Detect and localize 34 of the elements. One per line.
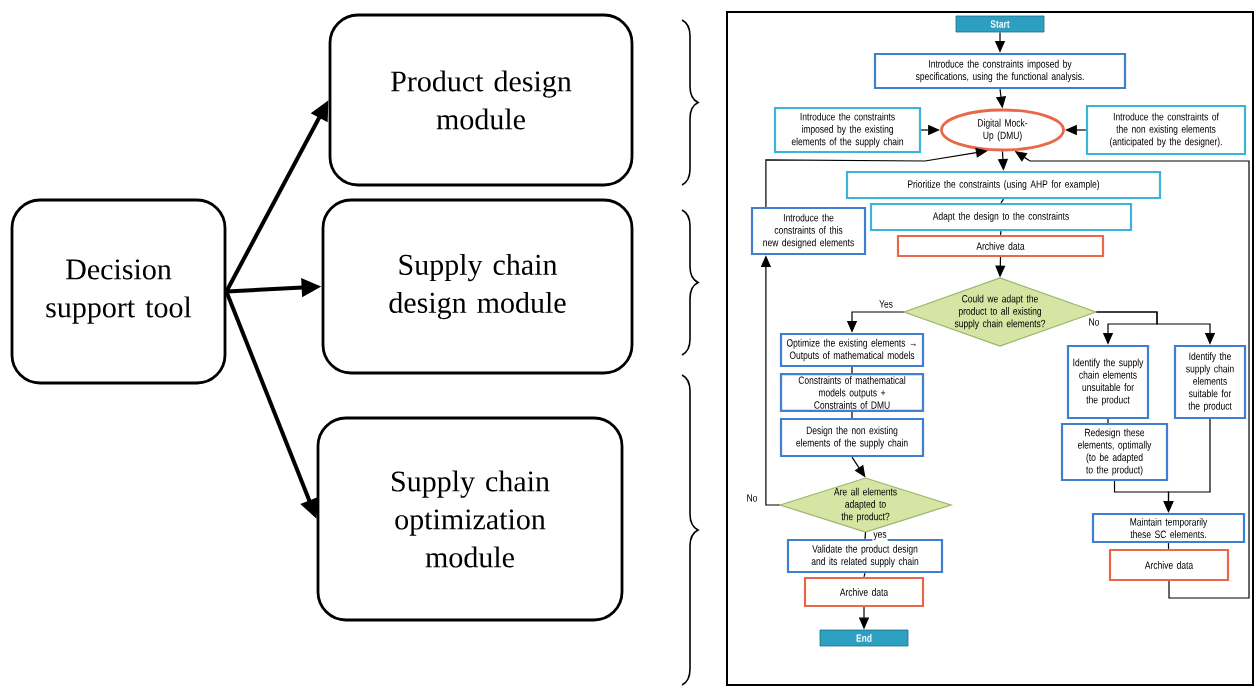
process-box: Design the non existing elements of the supply chain	[779, 417, 925, 458]
edge-label: No	[1087, 317, 1101, 327]
edge-label: Yes	[878, 299, 894, 309]
process-box: Identify the supply chain elements unsuitable for the product	[1066, 344, 1150, 420]
process-box: Redesign these elements, optimally (to be adapted to the product)	[1060, 422, 1169, 482]
module-box: Supply chain design module	[321, 198, 634, 375]
connector-line	[1167, 542, 1170, 550]
process-box: Introduce the constraints of this new designed elements	[750, 206, 867, 256]
connector-line	[1000, 198, 1005, 204]
process-box: Introduce the constraints imposed by specifications, using the functional analysis.	[873, 52, 1127, 90]
terminal-box: End	[819, 629, 909, 647]
process-box: Optimize the existing elements → Outputs of mathematical models	[779, 332, 925, 368]
process-box: Prioritize the constraints (using AHP for example)	[845, 170, 1162, 200]
connector-line	[851, 411, 853, 419]
connector-line	[864, 531, 867, 540]
process-box: Adapt the design to the constraints	[869, 202, 1133, 232]
process-box: Identify the supply chain elements suitable for the product	[1173, 344, 1247, 420]
edge-label: No	[745, 493, 759, 503]
terminal-box: Start	[955, 15, 1045, 33]
archive-box: Archive data	[896, 234, 1105, 258]
connector-line	[851, 366, 853, 374]
archive-box: Archive data	[803, 576, 925, 608]
connector-line	[999, 230, 1002, 236]
module-box: Supply chain optimization module	[316, 416, 624, 622]
edge-label: yes	[872, 531, 888, 541]
connector-line	[863, 572, 866, 578]
process-box: Introduce the constraints of the non existing elements (anticipated by the designer).	[1085, 104, 1247, 156]
process-box: Constraints of mathematical models outputs + Constraints of DMU	[779, 373, 925, 412]
connector-line	[1107, 418, 1109, 424]
archive-box: Archive data	[1108, 548, 1230, 582]
process-box: Maintain temporarily these SC elements.	[1091, 512, 1246, 544]
tool-box: Decision support tool	[10, 198, 227, 385]
process-box: Introduce the constraints imposed by the existing elements of the supply chain	[773, 106, 922, 154]
module-box: Product design module	[328, 13, 634, 187]
